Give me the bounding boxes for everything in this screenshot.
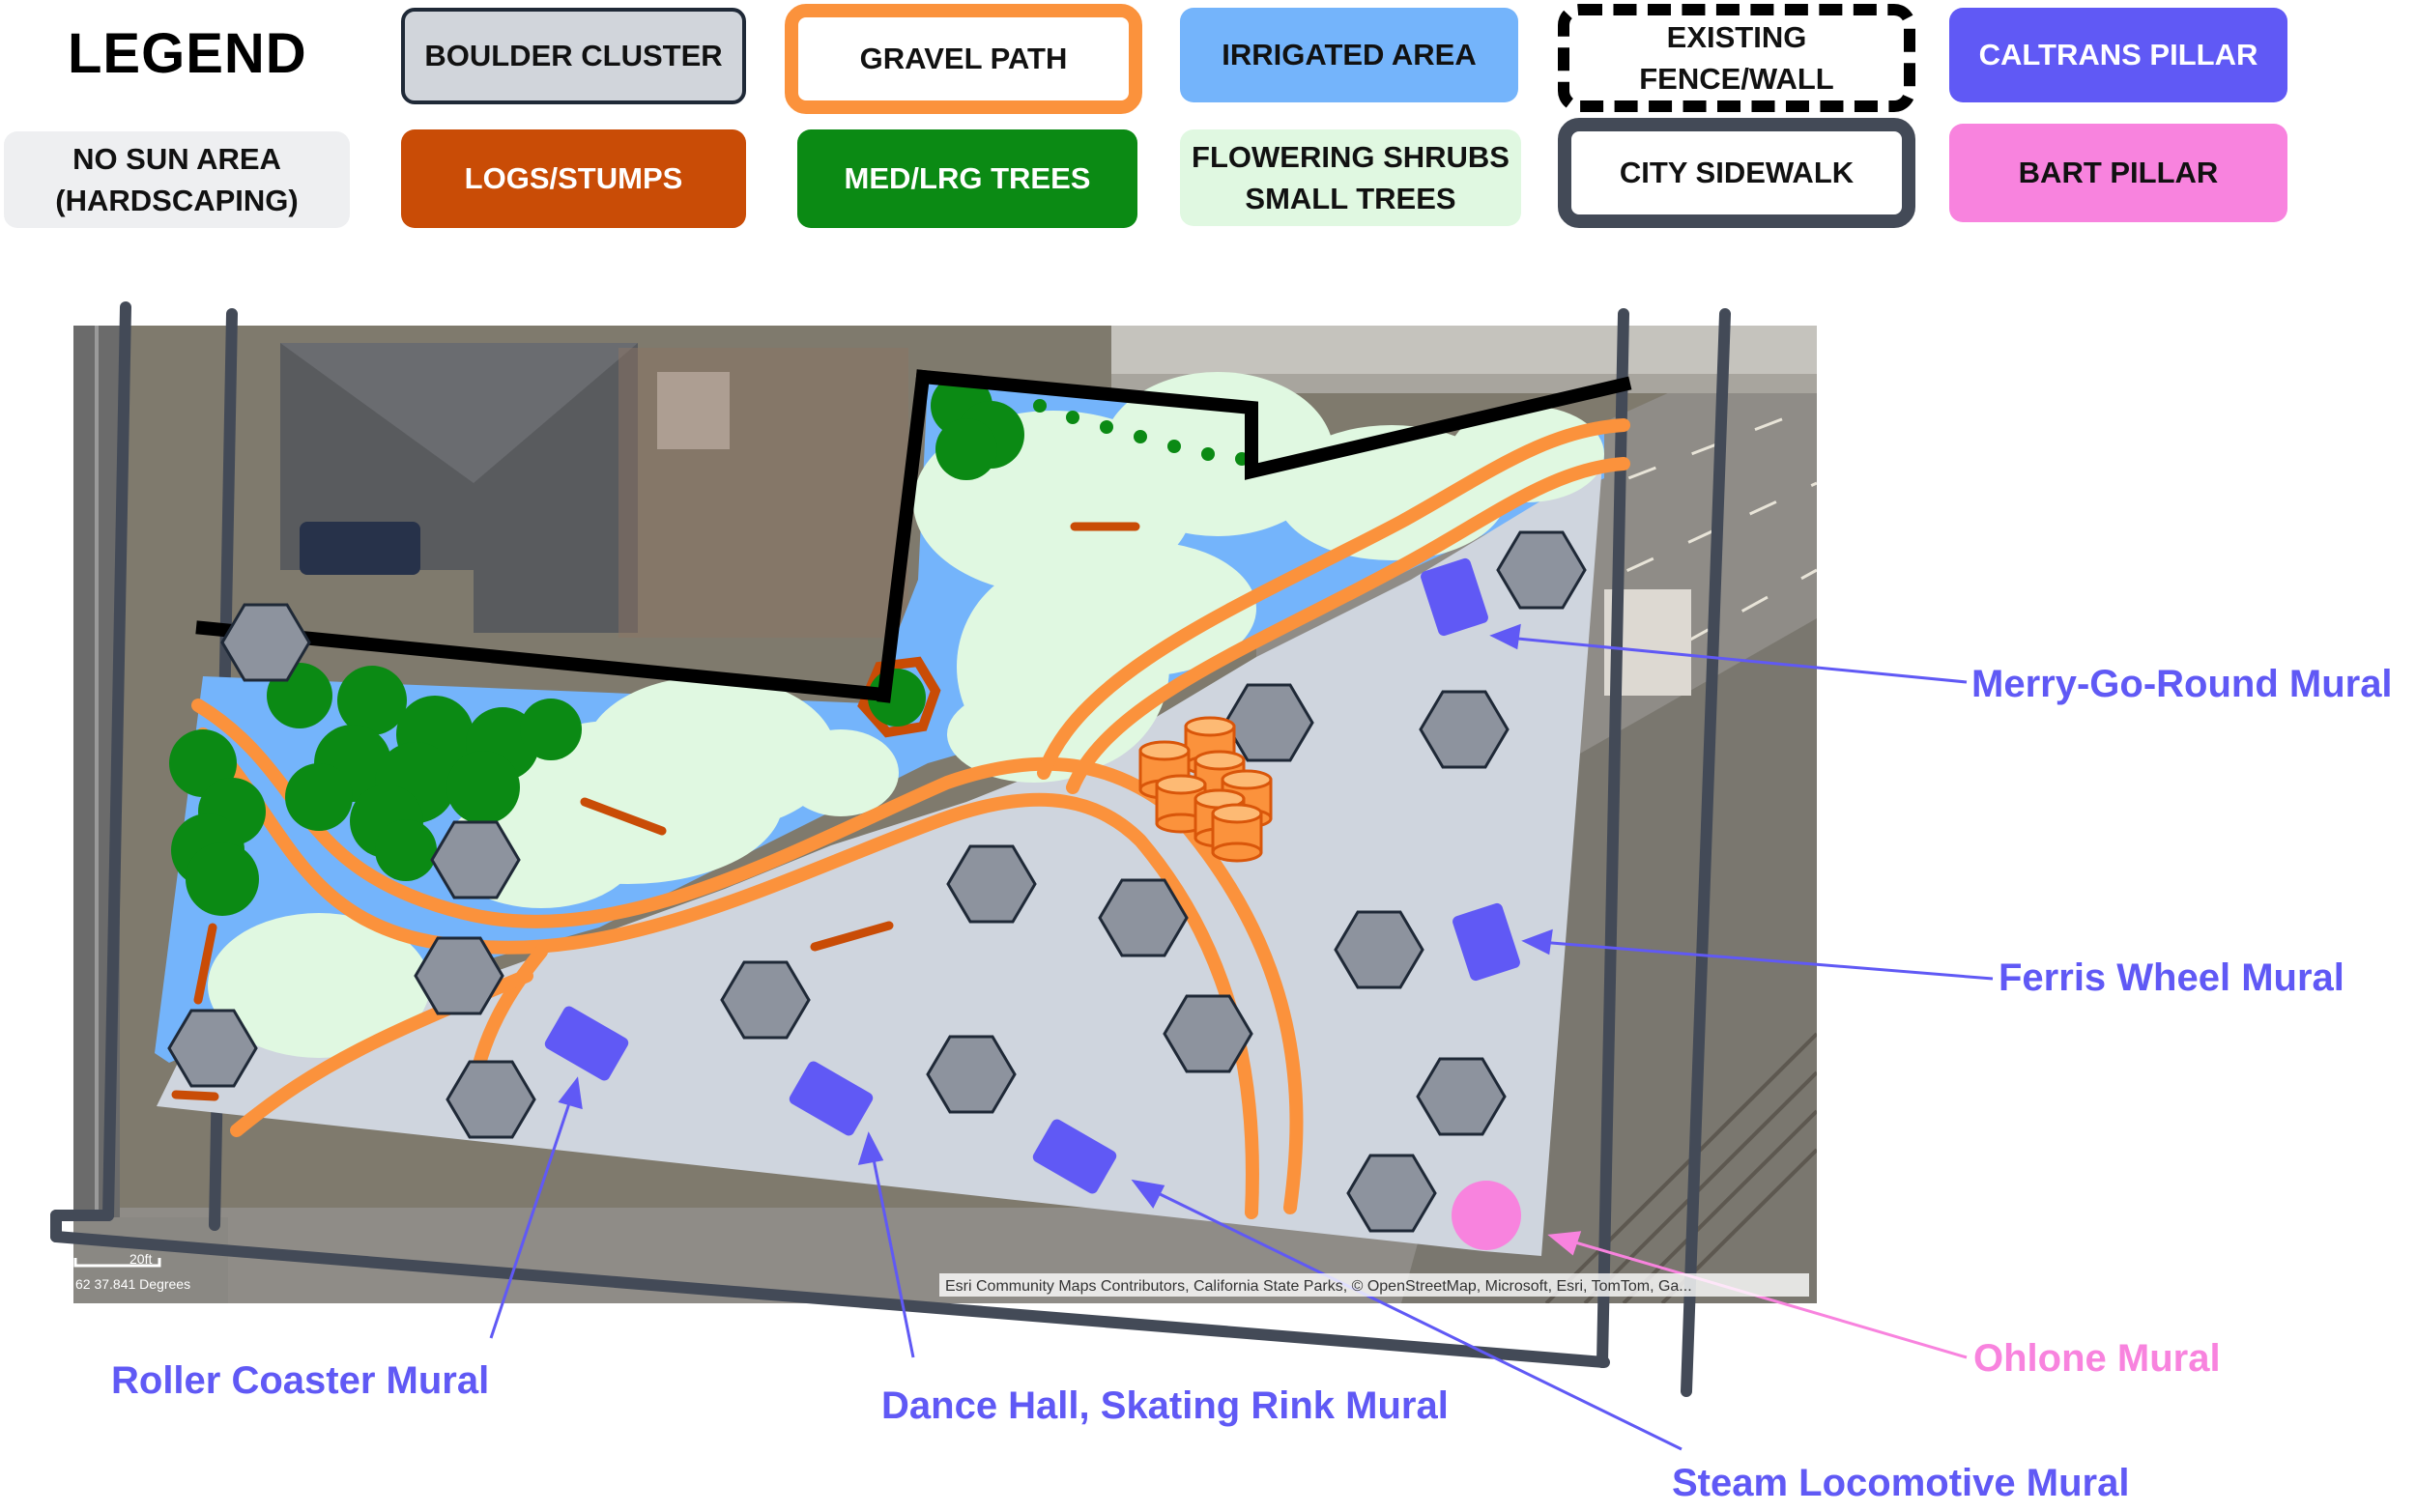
ohlone-callout-arrow [1547,1231,1968,1359]
merry-go-round-mural-label: Merry-Go-Round Mural [1971,663,2393,705]
legend-label: FLOWERING SHRUBS SMALL TREES [1192,139,1510,215]
legend-gravel-path: GRAVEL PATH [785,4,1142,114]
legend-label: LOGS/STUMPS [464,161,683,196]
legend-label: GRAVEL PATH [859,42,1068,76]
legend-logs-stumps: LOGS/STUMPS [401,129,746,228]
legend-flowering-shrubs: FLOWERING SHRUBS SMALL TREES [1180,129,1521,226]
logs-stumps [171,522,1140,1101]
caltrans-pillar [1421,557,1488,637]
legend-label: BOULDER CLUSTER [424,39,723,73]
existing-fence-wall [195,369,1632,703]
legend-existing-fence-wall: EXISTING FENCE/WALL [1558,4,1915,112]
callout-arrows [489,623,1994,1451]
legend-label: IRRIGATED AREA [1222,38,1477,72]
flowering-shrubs [208,372,1604,1058]
legend-no-sun-area: NO SUN AREA (HARDSCAPING) [4,131,350,228]
coordinate-readout: 62 37.841 Degrees [75,1276,190,1292]
legend-label: CALTRANS PILLAR [1978,38,2258,72]
legend-boulder-cluster: BOULDER CLUSTER [401,8,746,104]
legend-label: BART PILLAR [2018,156,2219,190]
legend-bart-pillar: BART PILLAR [1949,124,2287,222]
ohlone-mural-label: Ohlone Mural [1973,1337,2221,1380]
bart-pillar [1452,1181,1521,1250]
caltrans-pillar [544,1006,629,1081]
hedge-dots [1033,399,1249,466]
caltrans-pillar [1032,1119,1117,1194]
legend-irrigated-area: IRRIGATED AREA [1180,8,1518,102]
scale-bar: 20ft 62 37.841 Degrees [73,1251,190,1292]
parked-car [300,522,420,575]
legend-label: EXISTING FENCE/WALL [1639,19,1834,96]
legend-city-sidewalk: CITY SIDEWALK [1558,118,1915,228]
legend-label: NO SUN AREA (HARDSCAPING) [55,141,299,217]
legend-label: MED/LRG TREES [844,161,1091,196]
dance-hall-skating-rink-mural-label: Dance Hall, Skating Rink Mural [881,1384,1449,1427]
roller-coaster-mural-label: Roller Coaster Mural [111,1359,490,1402]
caltrans-pillars [544,557,1520,1194]
legend-title: LEGEND [68,22,307,85]
tree-stump-ring [857,656,941,738]
ferris-wheel-mural-label: Ferris Wheel Mural [1999,956,2344,999]
gravel-path [191,418,1630,1219]
legend-label: CITY SIDEWALK [1619,156,1855,190]
caltrans-pillar [789,1061,874,1136]
med-lrg-trees [169,375,1024,916]
legend-med-lrg-trees: MED/LRG TREES [797,129,1137,228]
caltrans-pillar [1452,902,1520,982]
scale-label: 20ft [129,1251,152,1267]
legend-caltrans-pillar: CALTRANS PILLAR [1949,8,2287,102]
map-attribution: Esri Community Maps Contributors, Califo… [945,1278,1692,1295]
steam-locomotive-mural-label: Steam Locomotive Mural [1672,1462,2130,1504]
